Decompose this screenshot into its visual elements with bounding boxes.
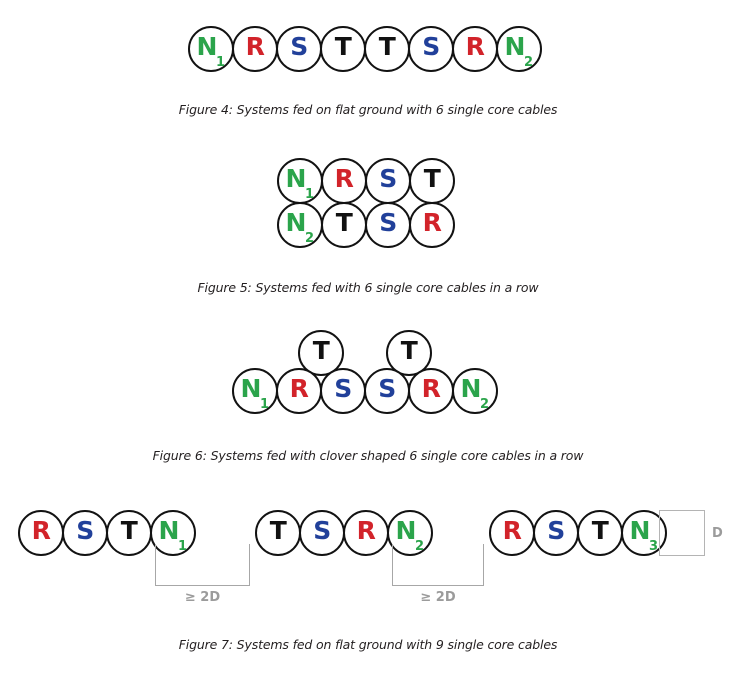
- figure-caption: Figure 7: Systems fed on flat ground wit…: [178, 637, 558, 652]
- cable-circle: S: [299, 510, 345, 556]
- dimension-gap2-bracket: [392, 544, 484, 586]
- cable-circle: N2: [387, 510, 433, 556]
- cable-circle: S: [533, 510, 579, 556]
- cable-circle: S: [62, 510, 108, 556]
- cable-label: N1: [285, 164, 314, 202]
- cable-label: N2: [504, 32, 533, 70]
- cable-circle: T: [255, 510, 301, 556]
- cable-label: R: [356, 516, 376, 545]
- figure-4-block: N1 R S T T S R N2 Figure 4: Systems fed …: [0, 14, 736, 117]
- cable-circle: S: [364, 368, 410, 414]
- cable-label: S: [76, 516, 94, 545]
- cable-label: S: [422, 32, 440, 61]
- cable-label: N2: [285, 208, 314, 246]
- cable-label: N1: [240, 374, 269, 412]
- cable-label: S: [334, 374, 352, 403]
- cable-circle: N1: [277, 158, 323, 204]
- cable-circle: S: [365, 158, 411, 204]
- dimension-gap1-bracket: [155, 544, 250, 586]
- cable-circle: S: [408, 26, 454, 72]
- cable-label: R: [421, 374, 441, 403]
- figure-caption: Figure 4: Systems fed on flat ground wit…: [178, 102, 558, 117]
- figure-7-block: R S T N1 T S R N2 R S T: [0, 500, 736, 652]
- dimension-d-bracket: [659, 510, 705, 556]
- cable-circle: R: [409, 202, 455, 248]
- cable-label: N1: [158, 516, 187, 554]
- cable-circle: N2: [452, 368, 498, 414]
- cable-circle: T: [577, 510, 623, 556]
- cable-label: N2: [395, 516, 424, 554]
- cable-circle: T: [106, 510, 152, 556]
- cable-label: T: [423, 164, 441, 193]
- dimension-gap1-label: ≥ 2D: [184, 590, 221, 605]
- cable-circle: R: [321, 158, 367, 204]
- cable-label: T: [400, 336, 418, 365]
- cable-circle: T: [321, 202, 367, 248]
- cable-label: N2: [460, 374, 489, 412]
- cable-label: S: [378, 374, 396, 403]
- cable-circle: R: [489, 510, 535, 556]
- dimension-gap2-label: ≥ 2D: [420, 590, 456, 605]
- cable-circle: N2: [496, 26, 542, 72]
- cable-label: T: [312, 336, 330, 365]
- cable-circle: R: [343, 510, 389, 556]
- cable-label: N1: [196, 32, 225, 70]
- cable-label: R: [502, 516, 522, 545]
- cable-label: T: [591, 516, 609, 545]
- cable-circle: N2: [277, 202, 323, 248]
- cable-label: R: [334, 164, 354, 193]
- dimension-d-label: D: [712, 526, 723, 541]
- cable-label: S: [379, 164, 397, 193]
- figure-5-block: N1 R S T N2 T S R Figure 5: Systems fed …: [0, 155, 736, 295]
- cable-label: S: [379, 208, 397, 237]
- cable-circle: S: [276, 26, 322, 72]
- cable-circle: T: [364, 26, 410, 72]
- figure-5-diagram: N1 R S T N2 T S R: [0, 155, 736, 251]
- cable-label: T: [120, 516, 138, 545]
- cable-circle: R: [408, 368, 454, 414]
- figure-6-diagram: T T N1 R S S R N2: [0, 330, 736, 420]
- figure-caption: Figure 6: Systems fed with clover shaped…: [152, 448, 584, 463]
- cable-label: R: [465, 32, 485, 61]
- cable-circle: R: [232, 26, 278, 72]
- cable-label: S: [313, 516, 331, 545]
- cable-label: S: [290, 32, 308, 61]
- cable-circle: N1: [232, 368, 278, 414]
- cable-label: R: [31, 516, 51, 545]
- cable-label: R: [289, 374, 309, 403]
- cable-label: T: [334, 32, 352, 61]
- cable-circle: T: [409, 158, 455, 204]
- cable-label: R: [422, 208, 442, 237]
- figure-7-diagram: R S T N1 T S R N2 R S T: [0, 500, 736, 620]
- cable-circle: T: [320, 26, 366, 72]
- cable-label: R: [245, 32, 265, 61]
- cable-circle: R: [276, 368, 322, 414]
- cable-label: N3: [629, 516, 658, 554]
- cable-circle: N1: [150, 510, 196, 556]
- cable-label: T: [269, 516, 287, 545]
- cable-label: S: [547, 516, 565, 545]
- figure-caption: Figure 5: Systems fed with 6 single core…: [197, 280, 539, 295]
- cable-label: T: [335, 208, 353, 237]
- figure-4-diagram: N1 R S T T S R N2: [0, 14, 736, 90]
- cable-circle: S: [320, 368, 366, 414]
- cable-label: T: [378, 32, 396, 61]
- figure-6-block: T T N1 R S S R N2 Figure 6: Systems fed …: [0, 330, 736, 463]
- cable-circle: R: [18, 510, 64, 556]
- cable-circle: R: [452, 26, 498, 72]
- cable-circle: S: [365, 202, 411, 248]
- cable-circle: N1: [188, 26, 234, 72]
